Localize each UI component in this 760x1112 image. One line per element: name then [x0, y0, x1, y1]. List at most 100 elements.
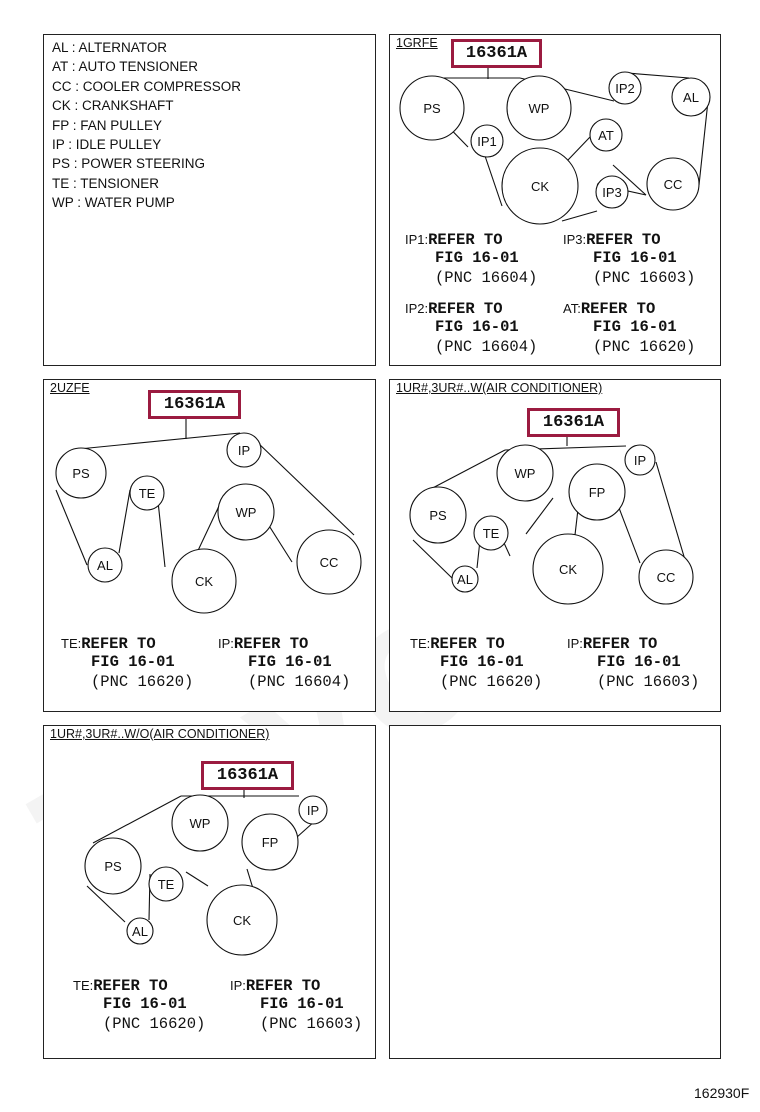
refer-to-text: REFER TO	[586, 231, 661, 249]
part-number-callout[interactable]: 16361A	[527, 408, 620, 437]
pulley-ck	[171, 548, 237, 614]
figure-reference-link[interactable]: FIG 16-01	[435, 249, 519, 267]
belt-segment	[92, 795, 182, 844]
panel-2uzfe: 2UZFE PS IP TE WP AL CK C	[43, 379, 376, 712]
legend-list: AL : ALTERNATOR AT : AUTO TENSIONER CC :…	[44, 35, 375, 213]
pulley-label: WP	[236, 505, 257, 520]
pulley-ck	[501, 147, 579, 225]
pulley-wp	[506, 75, 572, 141]
pulley-label: CC	[320, 555, 339, 570]
belt-segment	[483, 152, 503, 207]
pulley-label: IP3	[602, 185, 622, 200]
figure-reference-link[interactable]: FIG 16-01	[103, 995, 187, 1013]
panel-1ur-without-ac: 1UR#,3UR#..W/O(AIR CONDITIONER) WP IP FP…	[43, 725, 376, 1059]
figure-reference-link[interactable]: FIG 16-01	[440, 653, 524, 671]
pulley-label: WP	[515, 466, 536, 481]
belt-segment	[78, 432, 241, 450]
pulley-wp	[171, 794, 229, 852]
pulley-ps	[55, 447, 107, 499]
belt-segment	[655, 461, 689, 571]
pulley-ip2	[608, 71, 642, 105]
figure-reference-link[interactable]: FIG 16-01	[260, 995, 344, 1013]
pulley-label: CK	[559, 562, 577, 577]
belt-segment	[412, 539, 453, 579]
pulley-label: CC	[657, 570, 676, 585]
legend-item: AL : ALTERNATOR	[52, 40, 168, 55]
pulley-label: IP	[307, 803, 319, 818]
belt-segment	[567, 136, 591, 161]
pulley-te	[473, 515, 509, 551]
belt-segment	[55, 489, 88, 566]
belt-segment	[185, 871, 209, 887]
pnc-number: (PNC 16604)	[435, 269, 538, 287]
reference-code: IP:	[567, 636, 583, 651]
belt-diagram-2uzfe: PS IP TE WP AL CK CC	[55, 402, 362, 614]
pulley-al	[87, 547, 123, 583]
pulley-label: FP	[262, 835, 279, 850]
pulley-label: FP	[589, 485, 606, 500]
part-number-callout[interactable]: 16361A	[451, 39, 542, 68]
pulley-label: CC	[664, 177, 683, 192]
belt-segment	[86, 885, 126, 923]
pulley-ps	[399, 75, 465, 141]
pulley-label: PS	[72, 466, 90, 481]
pnc-number: (PNC 16604)	[248, 673, 351, 691]
figure-reference-link[interactable]: FIG 16-01	[91, 653, 175, 671]
refer-to-text: REFER TO	[245, 977, 321, 995]
pulley-label: PS	[104, 859, 122, 874]
pulley-ip	[226, 432, 262, 468]
belt-segment	[525, 497, 554, 535]
pulley-ip	[298, 795, 328, 825]
pulley-al	[126, 917, 154, 945]
pulley-ck	[532, 533, 604, 605]
empty-panel	[389, 725, 721, 1059]
pulley-at	[589, 118, 623, 152]
legend-item: IP : IDLE PULLEY	[52, 137, 162, 153]
pulley-label: TE	[139, 486, 156, 501]
pulley-label: IP	[634, 453, 646, 468]
refer-to-text: REFER TO	[428, 231, 503, 249]
pnc-number: (PNC 16620)	[440, 673, 543, 691]
pulley-label: WP	[529, 101, 550, 116]
pulley-te	[129, 475, 165, 511]
pulley-cc	[638, 549, 694, 605]
belt-segment	[698, 100, 709, 186]
pulley-label: CK	[195, 574, 213, 589]
figure-reference-link[interactable]: FIG 16-01	[593, 249, 677, 267]
pnc-number: (PNC 16620)	[103, 1015, 206, 1033]
pulley-te	[148, 866, 184, 902]
pulley-label: PS	[423, 101, 441, 116]
legend-item: FP : FAN PULLEY	[52, 117, 163, 133]
figure-reference-link[interactable]: FIG 16-01	[435, 318, 519, 336]
refer-to-text: REFER TO	[233, 635, 309, 653]
pulley-label: IP2	[615, 81, 635, 96]
panel-title: 2UZFE	[50, 381, 90, 395]
pulley-label: PS	[429, 508, 447, 523]
pulley-label: TE	[483, 526, 500, 541]
pulley-ip3	[595, 175, 629, 209]
pulley-ip1	[470, 124, 504, 158]
reference-note: IP:REFER TO FIG 16-01 (PNC 16603)	[567, 635, 699, 692]
pulley-cc	[646, 157, 700, 211]
pulley-label: CK	[233, 913, 251, 928]
panel-title: 1GRFE	[396, 36, 438, 50]
panel-title: 1UR#,3UR#..W(AIR CONDITIONER)	[396, 381, 603, 395]
pulley-ck	[206, 884, 278, 956]
reference-note: TE:REFER TO FIG 16-01 (PNC 16620)	[73, 977, 205, 1034]
pnc-number: (PNC 16604)	[435, 338, 538, 356]
part-number-callout[interactable]: 16361A	[201, 761, 294, 790]
reference-code: IP3:	[563, 232, 587, 247]
reference-note: AT:REFER TO FIG 16-01 (PNC 16620)	[563, 300, 695, 357]
belt-segment	[615, 499, 641, 564]
pulley-fp	[568, 463, 626, 521]
figure-reference-link[interactable]: FIG 16-01	[597, 653, 681, 671]
part-number-callout[interactable]: 16361A	[148, 390, 241, 419]
pulley-label: IP1	[477, 134, 497, 149]
pulley-label: CK	[531, 179, 549, 194]
reference-note: IP2:REFER TO FIG 16-01 (PNC 16604)	[405, 300, 537, 357]
belt-segment	[626, 72, 690, 79]
figure-reference-link[interactable]: FIG 16-01	[248, 653, 332, 671]
legend-item: TE : TENSIONER	[52, 175, 160, 191]
pulley-al	[671, 77, 711, 117]
figure-reference-link[interactable]: FIG 16-01	[593, 318, 677, 336]
